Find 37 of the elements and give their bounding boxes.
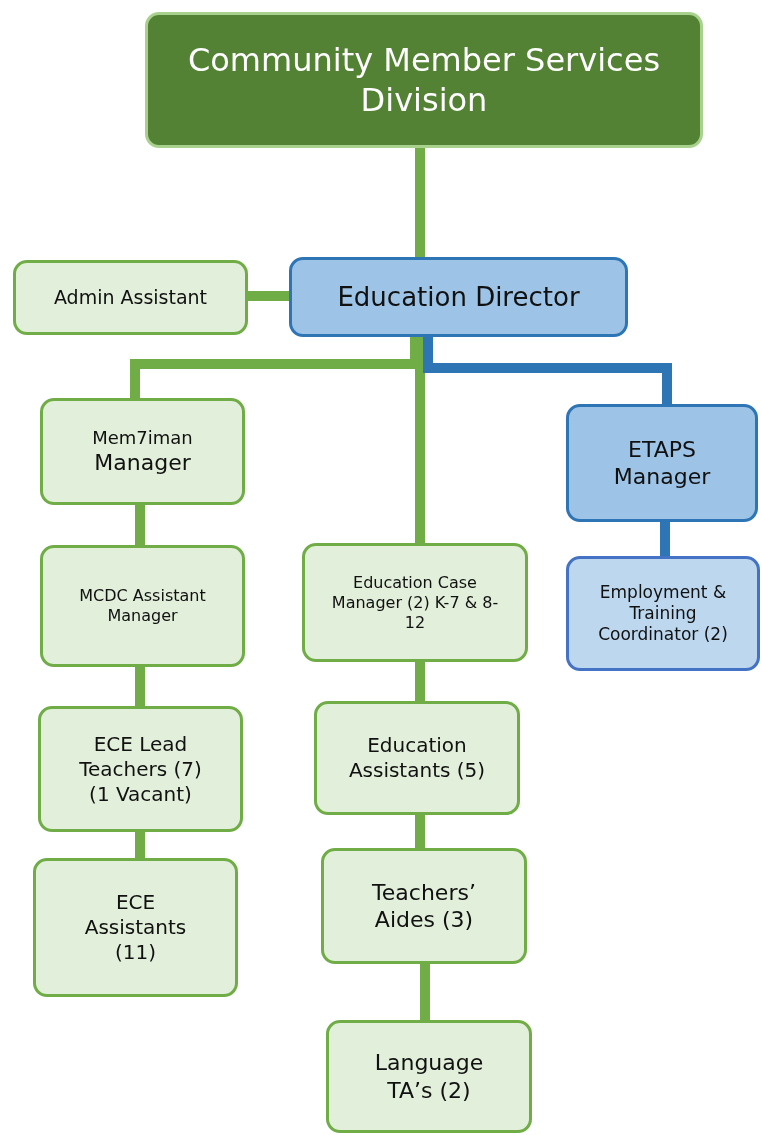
org-box [566,556,760,671]
org-box [33,858,238,997]
role-title: Teachers’ Aides (3) [371,878,477,934]
role-title: ECE Assistants (11) [83,890,188,965]
org-box [314,701,520,815]
connector-line [135,832,145,858]
role-title: Education Director [337,280,580,314]
connector-line [420,964,430,1020]
org-box [145,12,703,148]
org-box [302,543,528,662]
role-title: Admin Assistant [53,285,208,310]
org-box [40,545,245,667]
connector-line [415,662,425,701]
org-box [289,257,628,337]
connector-line [415,337,425,543]
role-title: MCDC Assistant Manager [78,586,207,626]
role-title: Manager [94,449,191,477]
org-box [326,1020,532,1133]
role-title: Community Member Services Division [186,40,662,120]
org-box [40,398,245,505]
role-title: Mem7iman [92,426,193,449]
org-box [13,260,248,335]
role-title: ECE Lead Teachers (7) (1 Vacant) [78,731,203,807]
org-box [321,848,527,964]
role-title: Education Assistants (5) [347,733,487,783]
connector-line [660,522,670,556]
role-title: Education Case Manager (2) K-7 & 8-12 [331,572,499,633]
role-title: Language TA’s (2) [373,1049,485,1104]
connector-line [415,815,425,848]
role-title: ETAPS Manager [612,435,712,491]
connector-line [135,667,145,706]
role-title: Employment & Training Coordinator (2) [597,581,729,646]
connector-line [135,505,145,545]
org-box [566,404,758,522]
org-box [38,706,243,832]
connector-line [415,148,425,257]
connector-line [248,291,289,301]
